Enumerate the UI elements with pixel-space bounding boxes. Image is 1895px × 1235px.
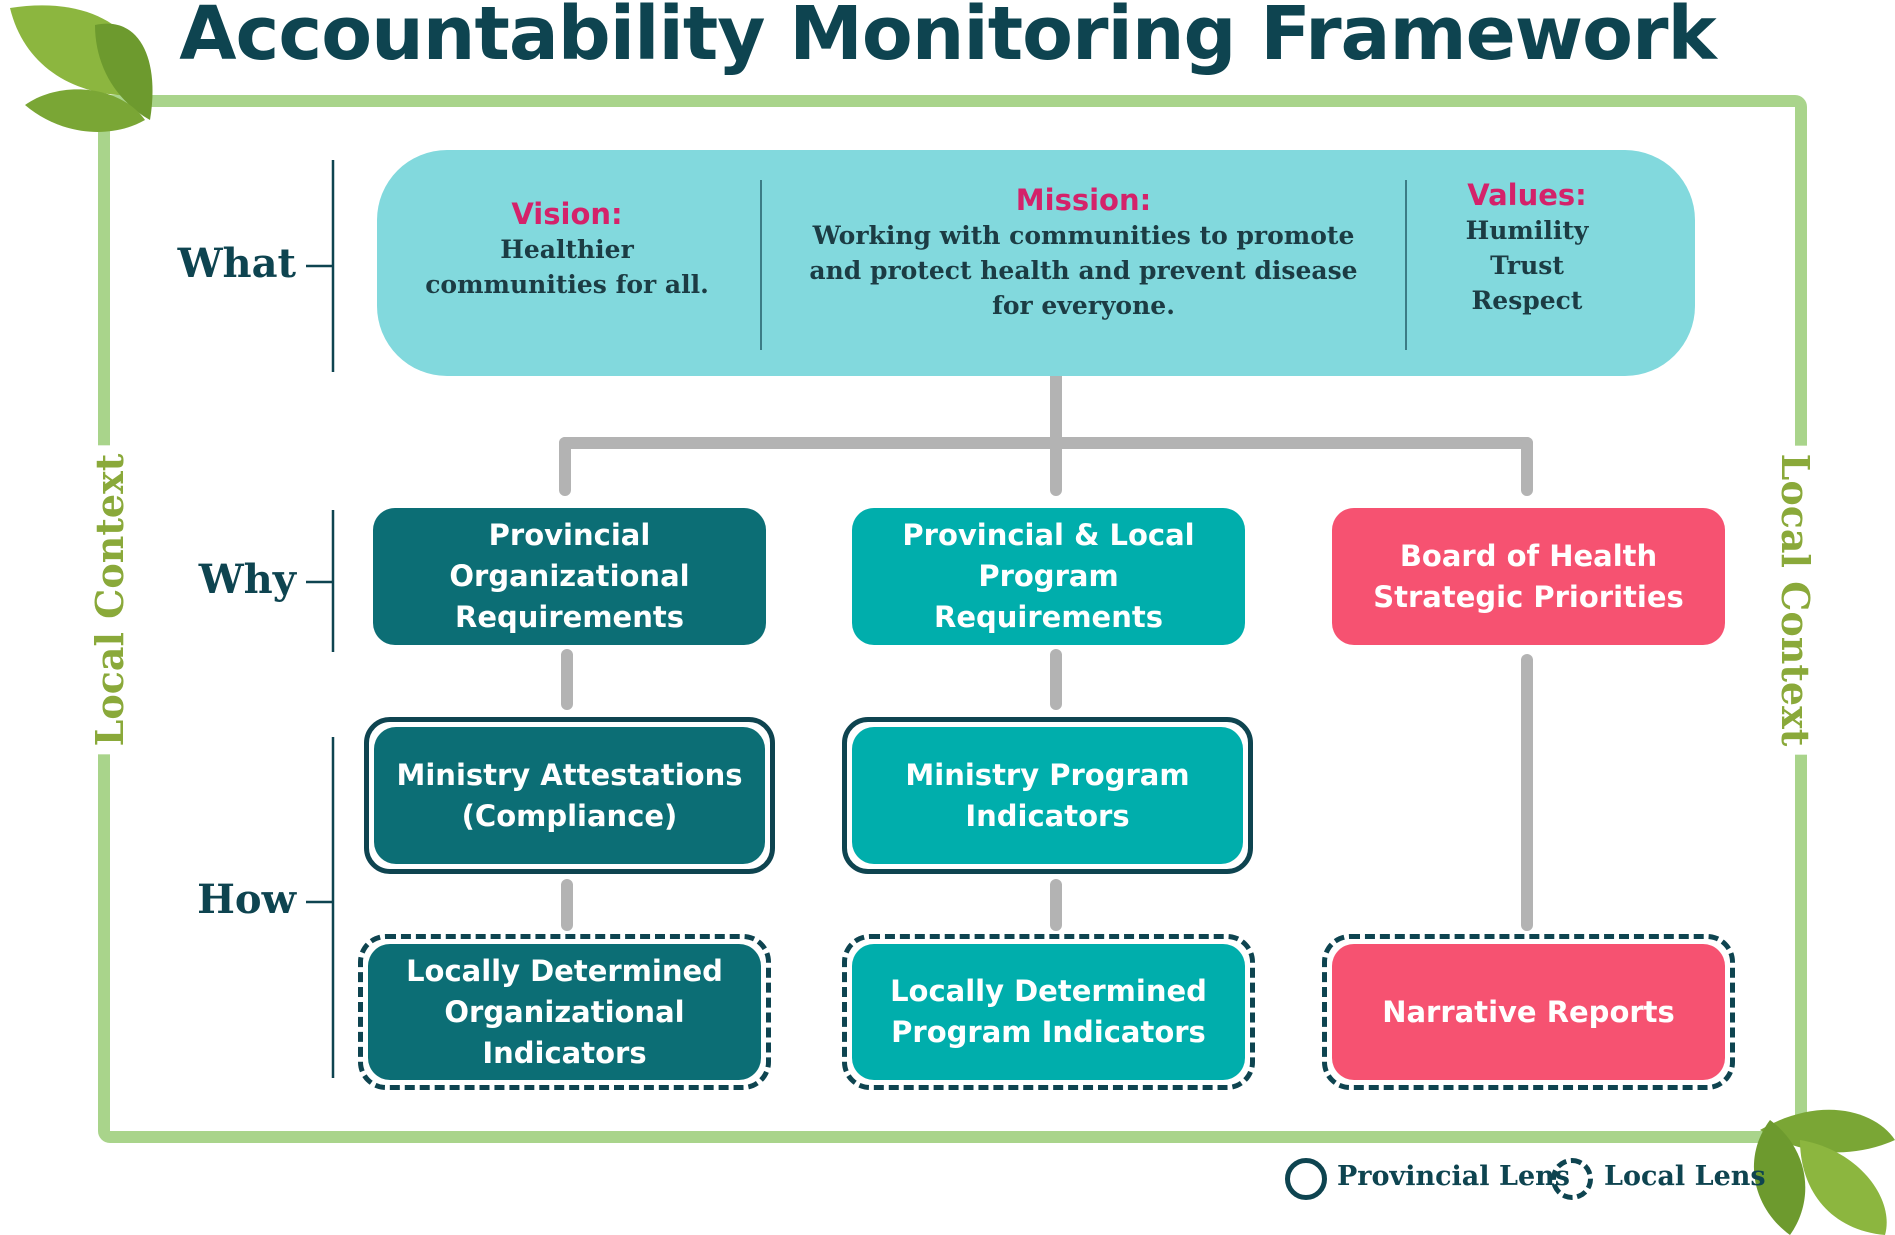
row-label-what: What [177, 240, 296, 287]
provincial-lens-legend-icon [1285, 1158, 1327, 1200]
local-lens-legend-label: Local Lens [1604, 1161, 1766, 1192]
row-label-how: How [197, 876, 296, 923]
values-section: Values: Humility Trust Respect [1407, 177, 1647, 318]
page-title: Accountability Monitoring Framework [179, 0, 1716, 77]
what-divider-1 [760, 180, 762, 350]
vision-text: Healthier communities for all. [425, 235, 709, 299]
local-context-label-left: Local Context [87, 445, 132, 755]
what-box: Vision: Healthier communities for all. M… [377, 150, 1695, 376]
values-item: Respect [1471, 286, 1583, 315]
ministry-attestations-box: Ministry Attestations (Compliance) [374, 727, 765, 864]
mission-heading: Mission: [1015, 183, 1152, 217]
local-context-label-right: Local Context [1773, 445, 1818, 755]
ministry-program-indicators-box: Ministry Program Indicators [852, 727, 1243, 864]
narrative-reports-box: Narrative Reports [1332, 944, 1725, 1080]
locally-determined-program-indicators-box: Locally Determined Program Indicators [852, 944, 1245, 1080]
vision-heading: Vision: [511, 197, 623, 231]
leaf-icon-bottom-right [1753, 1109, 1895, 1235]
values-item: Humility [1465, 216, 1589, 245]
provincial-lens-legend-label: Provincial Lens [1337, 1161, 1570, 1192]
mission-section: Mission: Working with communities to pro… [762, 182, 1405, 323]
values-item: Trust [1490, 251, 1564, 280]
provincial-local-program-requirements-box: Provincial & Local Program Requirements [852, 508, 1245, 645]
provincial-org-requirements-box: Provincial Organizational Requirements [373, 508, 766, 645]
leaf-icon-top-left [10, 5, 153, 132]
mission-text: Working with communities to promote and … [809, 221, 1358, 320]
vision-section: Vision: Healthier communities for all. [377, 196, 757, 302]
row-label-why: Why [198, 556, 296, 603]
local-lens-legend-icon [1551, 1158, 1593, 1200]
board-strategic-priorities-box: Board of Health Strategic Priorities [1332, 508, 1725, 645]
values-heading: Values: [1467, 178, 1587, 212]
what-divider-2 [1405, 180, 1407, 350]
locally-determined-org-indicators-box: Locally Determined Organizational Indica… [368, 944, 761, 1080]
